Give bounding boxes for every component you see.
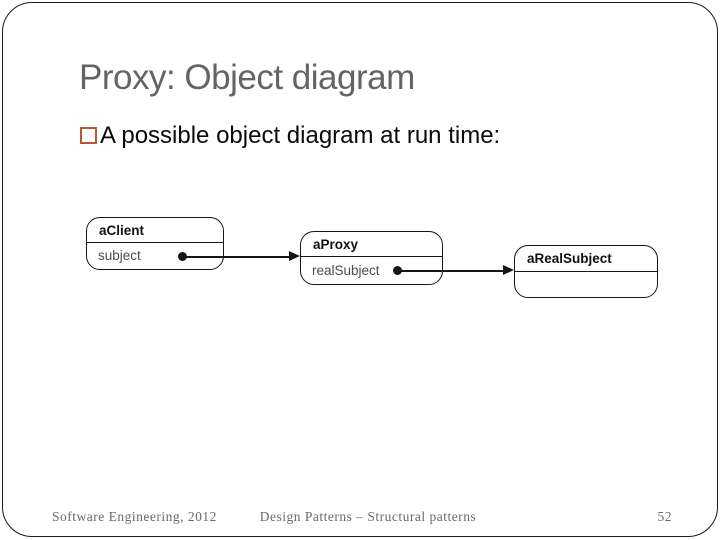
object-box-aclient: aClient subject [86, 217, 224, 270]
link-line-realsubject-to-arealsubject [397, 269, 505, 272]
object-name-arealsubject: aRealSubject [515, 246, 657, 272]
object-name-aproxy: aProxy [301, 232, 442, 257]
object-attribute-subject: subject [98, 248, 141, 263]
bullet-line: A possible object diagram at run time: [80, 122, 500, 150]
arrowhead-icon [289, 251, 300, 261]
arrowhead-icon [503, 265, 514, 275]
footer-page-number: 52 [657, 509, 672, 524]
bullet-text: A possible object diagram at run time: [100, 122, 501, 149]
object-box-arealsubject: aRealSubject [514, 245, 658, 298]
bullet-square-icon [80, 127, 97, 144]
link-line-subject-to-aproxy [182, 255, 292, 258]
slide-title: Proxy: Object diagram [79, 58, 415, 97]
object-name-aclient: aClient [87, 218, 223, 243]
footer-section-label: Design Patterns – Structural patterns [259, 509, 477, 524]
footer-course-label: Software Engineering, 2012 [52, 509, 217, 524]
object-box-aproxy: aProxy realSubject [300, 231, 443, 285]
object-attribute-realsubject: realSubject [312, 262, 380, 278]
object-attribute-empty [515, 272, 657, 296]
